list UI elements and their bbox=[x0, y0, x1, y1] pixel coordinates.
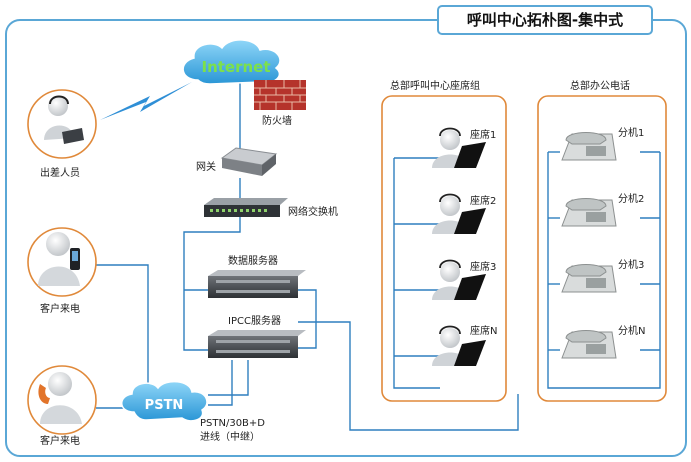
diagram-title: 呼叫中心拓朴图-集中式 bbox=[467, 11, 623, 29]
agent-station-4 bbox=[432, 325, 486, 366]
desk-phone-icon-4 bbox=[561, 330, 617, 359]
firewall-icon bbox=[254, 80, 306, 110]
ipcc-server-icon bbox=[208, 330, 306, 358]
gateway-icon bbox=[220, 147, 278, 176]
agent-group-box bbox=[381, 95, 507, 402]
network-switch-label: 网络交换机 bbox=[288, 205, 338, 218]
agent-label-4: 座席N bbox=[470, 324, 497, 337]
pstn-line-label-2: 进线（中继） bbox=[200, 430, 260, 443]
agent-station-2 bbox=[432, 193, 486, 234]
caller-label-2: 客户来电 bbox=[40, 434, 80, 447]
pstn-line-label-1: PSTN/30B+D bbox=[200, 418, 265, 429]
agent-station-1 bbox=[432, 127, 486, 168]
gateway-label: 网关 bbox=[196, 160, 216, 173]
firewall-label: 防火墙 bbox=[262, 114, 292, 127]
extension-label-2: 分机2 bbox=[618, 192, 644, 205]
outer-frame bbox=[5, 19, 687, 457]
extension-label-1: 分机1 bbox=[618, 126, 644, 139]
line-pstn-ipcc-b bbox=[208, 360, 249, 396]
agent-label-1: 座席1 bbox=[470, 128, 496, 141]
line-switch-servers bbox=[183, 217, 241, 351]
office-group-box bbox=[537, 95, 667, 402]
desk-phone-icon-1 bbox=[561, 132, 617, 161]
extension-bus bbox=[547, 152, 661, 389]
extension-label-4: 分机N bbox=[618, 324, 645, 337]
traveler-label: 出差人员 bbox=[40, 166, 80, 179]
agent-label-3: 座席3 bbox=[470, 260, 496, 273]
office-group-title: 总部办公电话 bbox=[570, 79, 630, 92]
caller-avatar-2 bbox=[27, 365, 97, 435]
caller-avatar-1 bbox=[27, 227, 97, 297]
line-pstn-ipcc bbox=[208, 360, 233, 406]
line-ipcc-groups bbox=[298, 321, 519, 431]
desk-phone-icon-3 bbox=[561, 264, 617, 293]
pstn-cloud-label: PSTN bbox=[145, 398, 184, 413]
title-box: 呼叫中心拓朴图-集中式 bbox=[437, 5, 653, 35]
line-caller1-pstn bbox=[96, 264, 149, 400]
network-switch-icon bbox=[204, 198, 288, 217]
line-data-ipcc bbox=[298, 289, 317, 349]
internet-label: Internet bbox=[201, 58, 270, 76]
desk-phone-icon-2 bbox=[561, 198, 617, 227]
data-server-icon bbox=[208, 270, 306, 298]
ipcc-server-label: IPCC服务器 bbox=[228, 314, 281, 327]
agent-bus bbox=[393, 158, 440, 389]
wireless-link-icon bbox=[100, 82, 192, 120]
caller-label-1: 客户来电 bbox=[40, 302, 80, 315]
pstn-cloud-icon: PSTN bbox=[121, 380, 208, 422]
agent-label-2: 座席2 bbox=[470, 194, 496, 207]
data-server-label: 数据服务器 bbox=[228, 254, 278, 267]
internet-cloud-icon: Internet bbox=[182, 39, 281, 85]
traveler-avatar bbox=[27, 89, 97, 159]
extension-label-3: 分机3 bbox=[618, 258, 644, 271]
agent-group-title: 总部呼叫中心座席组 bbox=[390, 79, 480, 92]
agent-station-3 bbox=[432, 259, 486, 300]
